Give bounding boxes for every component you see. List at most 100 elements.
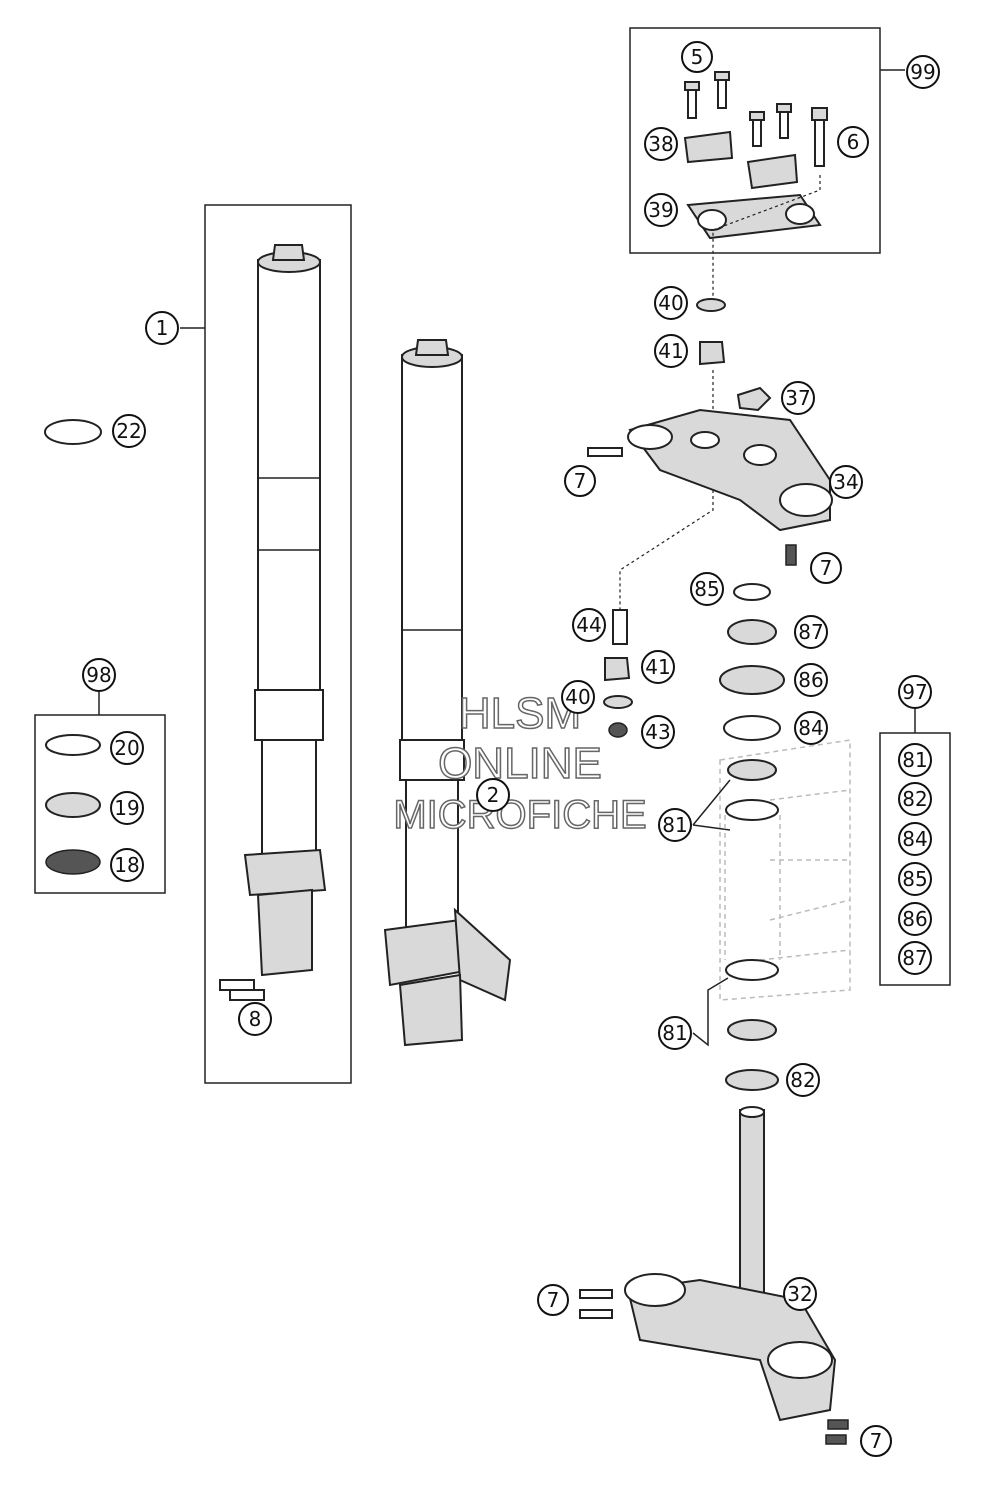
callout-2: 2 (476, 778, 510, 812)
bolt-7-lower-right-a (827, 1419, 849, 1430)
kit-97-item-87: 87 (898, 941, 932, 975)
race-81-lower (725, 959, 779, 981)
svg-text:18: 18 (114, 853, 139, 877)
svg-text:81: 81 (902, 748, 927, 772)
svg-text:98: 98 (86, 663, 111, 687)
bolt-7-lower-right-b (825, 1434, 847, 1445)
seal-22 (44, 419, 102, 445)
svg-text:22: 22 (116, 419, 141, 443)
callout-8: 8 (238, 1002, 272, 1036)
washer-40-lower (603, 695, 633, 709)
lower-triple-clamp (624, 1106, 837, 1422)
watermark-line-3: MICROFICHE (393, 793, 646, 837)
bearing-81-lower (727, 1019, 777, 1041)
bolt-7-lower-left-a (579, 1289, 613, 1299)
callout-40-lower: 40 (561, 680, 595, 714)
svg-text:39: 39 (648, 198, 673, 222)
callout-38: 38 (644, 127, 678, 161)
svg-text:44: 44 (576, 613, 601, 637)
callout-7-lower-left: 7 (537, 1284, 569, 1316)
svg-text:7: 7 (547, 1288, 560, 1312)
svg-text:41: 41 (645, 655, 670, 679)
svg-text:84: 84 (902, 827, 927, 851)
callout-99: 99 (906, 55, 940, 89)
svg-text:7: 7 (870, 1429, 883, 1453)
callout-37: 37 (781, 381, 815, 415)
bearing-81-upper (727, 759, 777, 781)
svg-text:41: 41 (658, 339, 683, 363)
callout-81-upper: 81 (658, 808, 692, 842)
svg-text:86: 86 (902, 907, 927, 931)
svg-text:97: 97 (902, 680, 927, 704)
svg-text:84: 84 (798, 716, 823, 740)
svg-text:34: 34 (833, 470, 858, 494)
nut-41-lower (604, 657, 631, 682)
callout-86-upper: 86 (794, 663, 828, 697)
kit-97-item-81: 81 (898, 743, 932, 777)
frame-outline (719, 739, 851, 1001)
callout-41-upper: 41 (654, 334, 688, 368)
kit-97-item-84: 84 (898, 822, 932, 856)
kit-97-item-86: 86 (898, 902, 932, 936)
bolt-7-upper-right (785, 544, 797, 566)
retaining-ring-18 (45, 849, 101, 875)
svg-text:87: 87 (798, 620, 823, 644)
washer-40-top (696, 298, 726, 312)
callout-39: 39 (644, 193, 678, 227)
bolt-7-lower-left-b (579, 1309, 613, 1319)
pin-44 (612, 609, 628, 645)
svg-text:5: 5 (691, 45, 704, 69)
svg-text:38: 38 (648, 132, 673, 156)
kit-97-item-85: 85 (898, 862, 932, 896)
bolt-8-a (219, 979, 255, 991)
watermark-line-1: HLSM (459, 689, 581, 738)
svg-text:99: 99 (910, 60, 935, 84)
oil-seal-19 (45, 792, 101, 818)
svg-text:81: 81 (662, 1021, 687, 1045)
bolt-8-b (229, 989, 265, 1001)
head-tube (724, 815, 781, 960)
svg-text:8: 8 (249, 1007, 262, 1031)
race-81-upper (725, 799, 779, 821)
fork-leg-2 (383, 339, 512, 1047)
callout-32: 32 (783, 1277, 817, 1311)
callout-82: 82 (786, 1063, 820, 1097)
callout-7-upper-right: 7 (810, 552, 842, 584)
callout-18: 18 (110, 848, 144, 882)
svg-text:19: 19 (114, 796, 139, 820)
svg-text:85: 85 (694, 577, 719, 601)
callout-87-upper: 87 (794, 615, 828, 649)
nut-87 (727, 619, 777, 645)
svg-text:20: 20 (114, 736, 139, 760)
svg-text:1: 1 (156, 316, 169, 340)
cover-86 (719, 665, 785, 695)
callout-22: 22 (112, 414, 146, 448)
svg-text:81: 81 (662, 813, 687, 837)
svg-text:82: 82 (902, 787, 927, 811)
callout-44: 44 (572, 608, 606, 642)
svg-text:87: 87 (902, 946, 927, 970)
svg-text:40: 40 (658, 291, 683, 315)
fork-leg-1 (243, 244, 327, 977)
callout-85-upper: 85 (690, 572, 724, 606)
svg-text:86: 86 (798, 668, 823, 692)
callout-7-lower-right: 7 (860, 1425, 892, 1457)
callout-7-upper-left: 7 (564, 465, 596, 497)
callout-43: 43 (641, 715, 675, 749)
callout-81-lower: 81 (658, 1016, 692, 1050)
seal-84 (723, 715, 781, 741)
callout-34: 34 (829, 465, 863, 499)
seal-82 (725, 1069, 779, 1091)
svg-text:85: 85 (902, 867, 927, 891)
bolt-7-upper-left (587, 447, 623, 457)
group-box-98 (34, 714, 166, 894)
upper-triple-clamp (627, 408, 833, 532)
svg-text:43: 43 (645, 720, 670, 744)
ring-85 (733, 583, 771, 601)
svg-text:40: 40 (565, 685, 590, 709)
svg-text:7: 7 (574, 469, 587, 493)
callout-41-lower: 41 (641, 650, 675, 684)
callout-6: 6 (837, 126, 869, 158)
svg-text:7: 7 (820, 556, 833, 580)
